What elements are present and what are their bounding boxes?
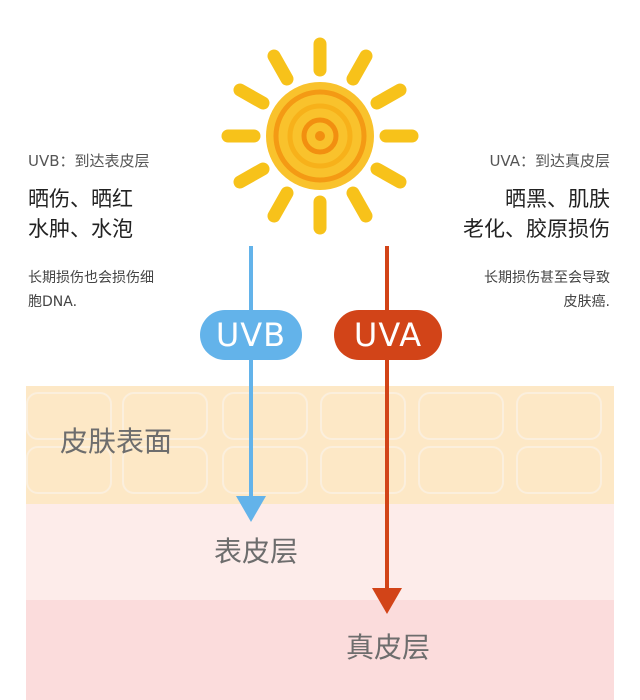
dermis-layer xyxy=(26,600,614,700)
dermis-label: 真皮层 xyxy=(346,631,431,664)
uvb-effects: 晒伤、晒红 水肿、水泡 xyxy=(28,184,133,244)
sun-icon xyxy=(221,37,419,235)
skin-surface-label: 皮肤表面 xyxy=(60,425,173,458)
uva-note-line1: 长期损伤甚至会导致 xyxy=(484,270,610,286)
skin-cell xyxy=(516,446,602,494)
skin-cell xyxy=(222,446,308,494)
skin-cell xyxy=(516,392,602,440)
uva-effects-line2: 老化、胶原损伤 xyxy=(463,217,610,241)
uva-effects: 晒黑、肌肤 老化、胶原损伤 xyxy=(463,184,610,244)
uvb-note: 长期损伤也会损伤细 胞DNA. xyxy=(28,266,154,314)
skin-cell xyxy=(222,392,308,440)
uva-note: 长期损伤甚至会导致 皮肤癌. xyxy=(484,266,610,314)
skin-cell xyxy=(26,392,112,440)
uva-note-line2: 皮肤癌. xyxy=(563,294,610,310)
uva-badge: UVA xyxy=(334,310,442,360)
uvb-note-line1: 长期损伤也会损伤细 xyxy=(28,270,154,286)
uvb-effects-line2: 水肿、水泡 xyxy=(28,217,133,241)
skin-cell xyxy=(122,392,208,440)
epidermis-label: 表皮层 xyxy=(214,535,299,568)
uvb-note-line2: 胞DNA. xyxy=(28,294,78,310)
skin-cell xyxy=(320,392,406,440)
skin-cell xyxy=(418,446,504,494)
uva-heading: UVA：到达真皮层 xyxy=(489,152,610,170)
skin-cell xyxy=(122,446,208,494)
skin-cell xyxy=(26,446,112,494)
epidermis-layer xyxy=(26,504,614,600)
skin-cell xyxy=(418,392,504,440)
skin-surface-layer xyxy=(26,386,614,504)
uvb-badge: UVB xyxy=(200,310,302,360)
uvb-effects-line1: 晒伤、晒红 xyxy=(28,187,133,211)
uvb-arrow xyxy=(236,246,266,522)
uva-effects-line1: 晒黑、肌肤 xyxy=(505,187,610,211)
uva-arrow xyxy=(372,246,402,614)
uvb-heading: UVB：到达表皮层 xyxy=(28,152,150,170)
skin-cell xyxy=(320,446,406,494)
